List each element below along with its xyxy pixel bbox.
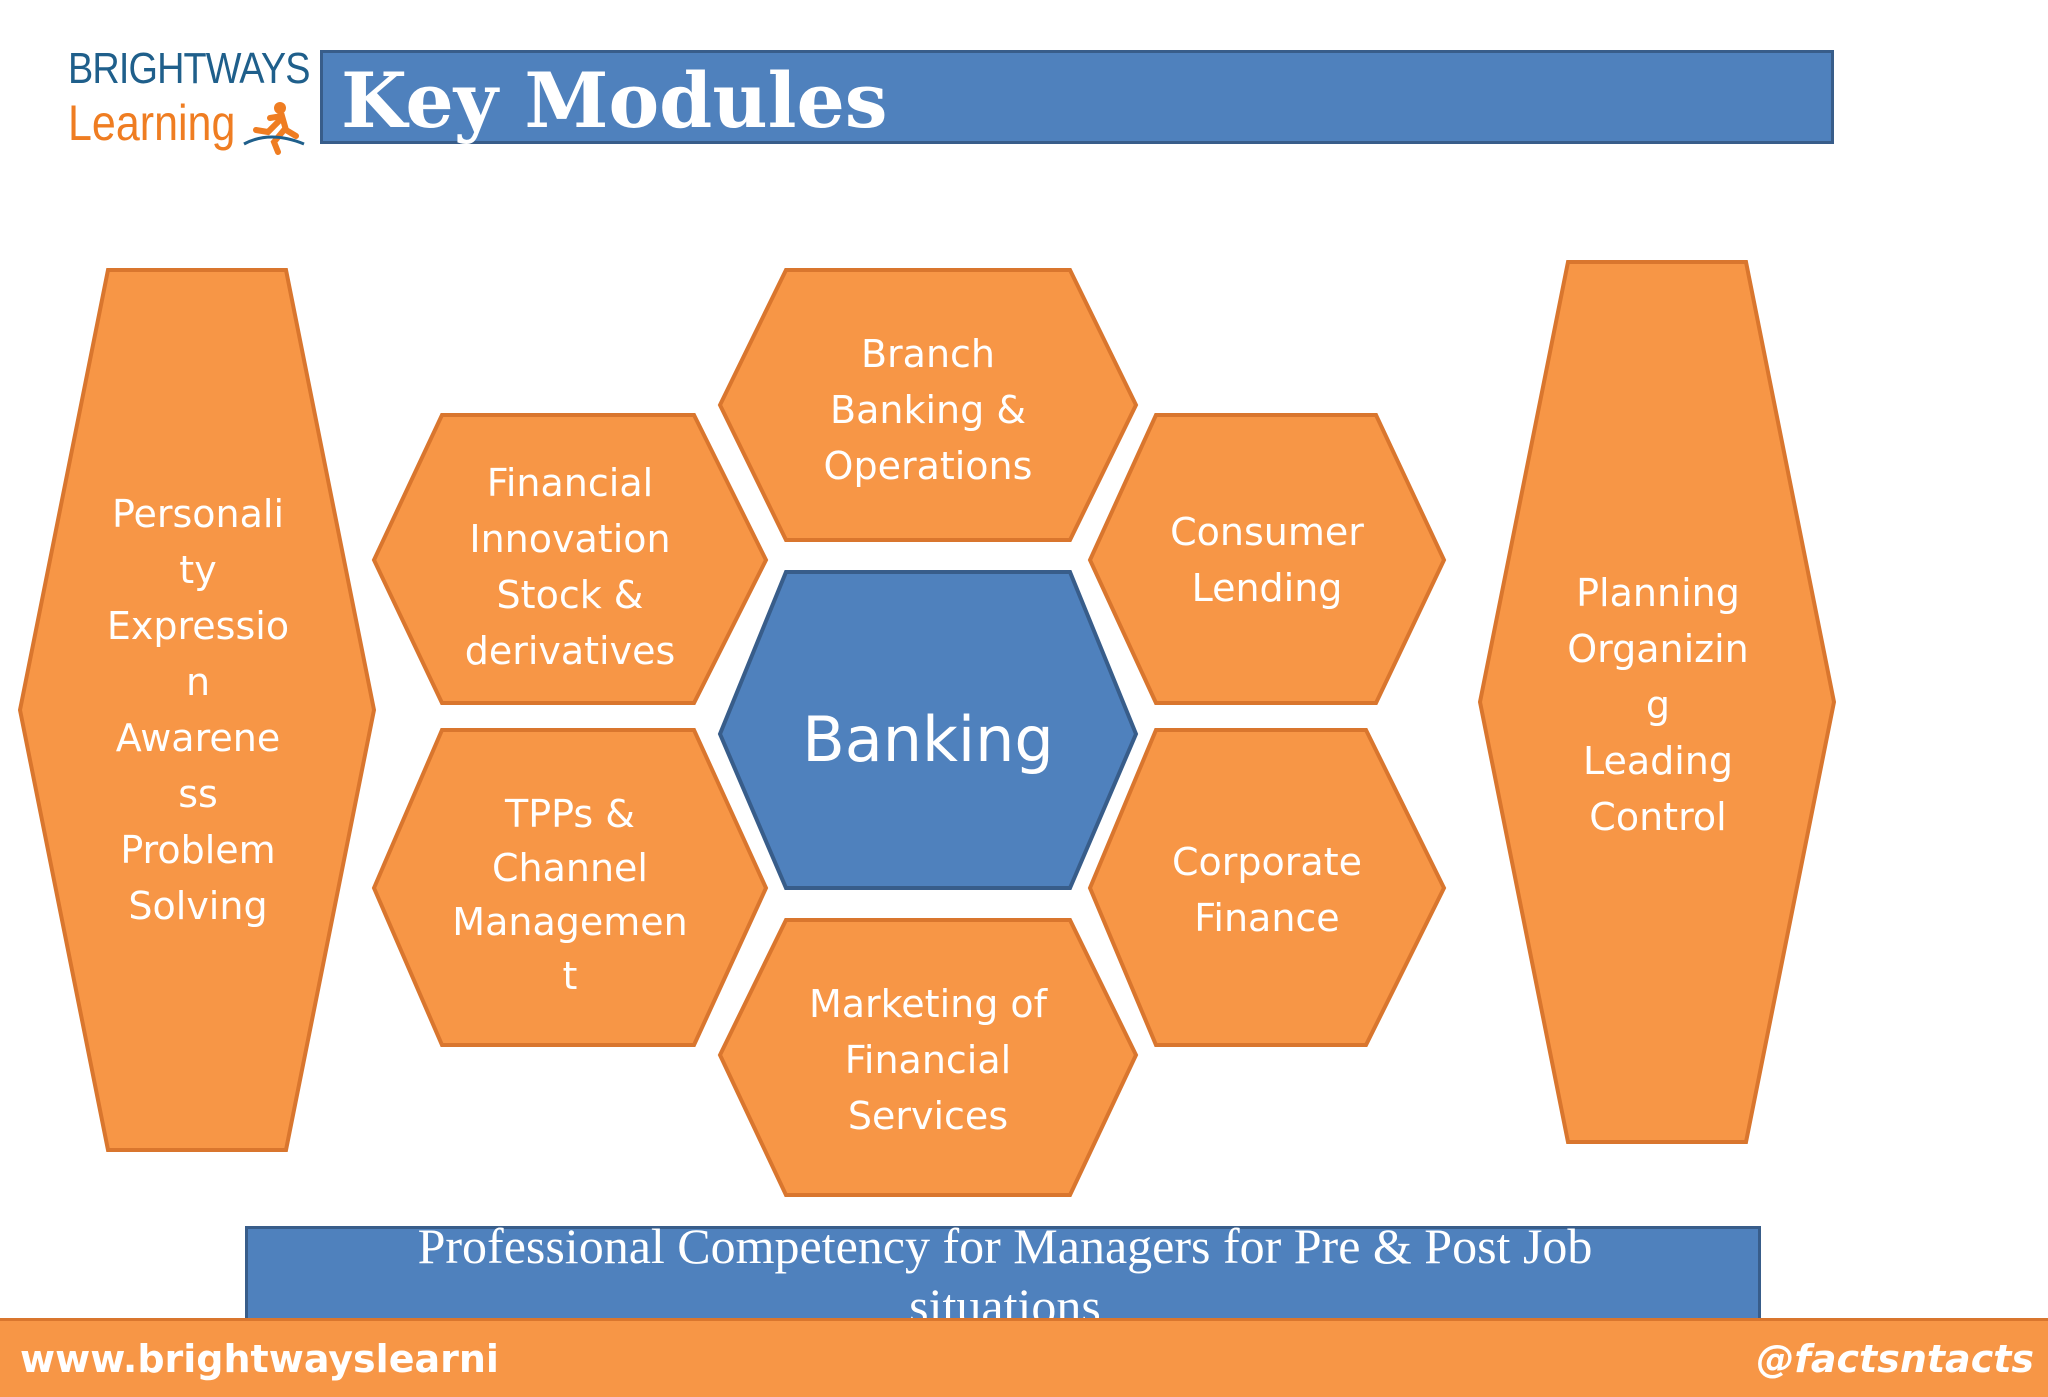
hex-center <box>717 570 1139 890</box>
hex-consumer-lending <box>1087 413 1447 705</box>
hex-side-right <box>1477 260 1837 1144</box>
hex-branch <box>717 268 1139 542</box>
hex-financial-innovation <box>371 413 769 705</box>
hex-consumer-lending-label: Consumer Lending <box>1170 510 1364 610</box>
hex-tpps <box>371 728 769 1047</box>
title-banner: Key Modules <box>320 50 1834 145</box>
hex-side-left-label: Personali ty Expressio n Awarene ss Prob… <box>106 492 290 928</box>
hex-branch-label: Branch Banking & Operations <box>823 332 1033 488</box>
hex-financial-innovation-label: Financial Innovation Stock & derivatives <box>464 461 676 673</box>
social-handle[interactable]: @factsntacts <box>1756 1337 2034 1381</box>
footer-bar: www.brightwayslearni @factsntacts <box>0 1318 2048 1397</box>
hex-center-label: Banking <box>802 703 1054 776</box>
hex-side-right-label: Planning Organizin g Leading Control <box>1567 571 1749 839</box>
logo-learning-text: Learning <box>68 95 236 151</box>
hex-corporate-finance <box>1087 728 1447 1047</box>
logo-brightways-text: BRIGHTWAYS <box>68 44 310 93</box>
hex-side-left <box>17 268 377 1152</box>
hex-tpps-label: TPPs & Channel Managemen t <box>452 792 688 998</box>
website-link[interactable]: www.brightwayslearni <box>20 1337 499 1381</box>
page-title: Key Modules <box>341 56 888 145</box>
hex-corporate-finance-label: Corporate Finance <box>1172 840 1362 940</box>
hex-marketing <box>717 918 1139 1197</box>
brand-logo: BRIGHTWAYS Learning <box>62 44 310 164</box>
runner-icon <box>243 102 305 155</box>
hex-marketing-label: Marketing of Financial Services <box>808 982 1048 1138</box>
